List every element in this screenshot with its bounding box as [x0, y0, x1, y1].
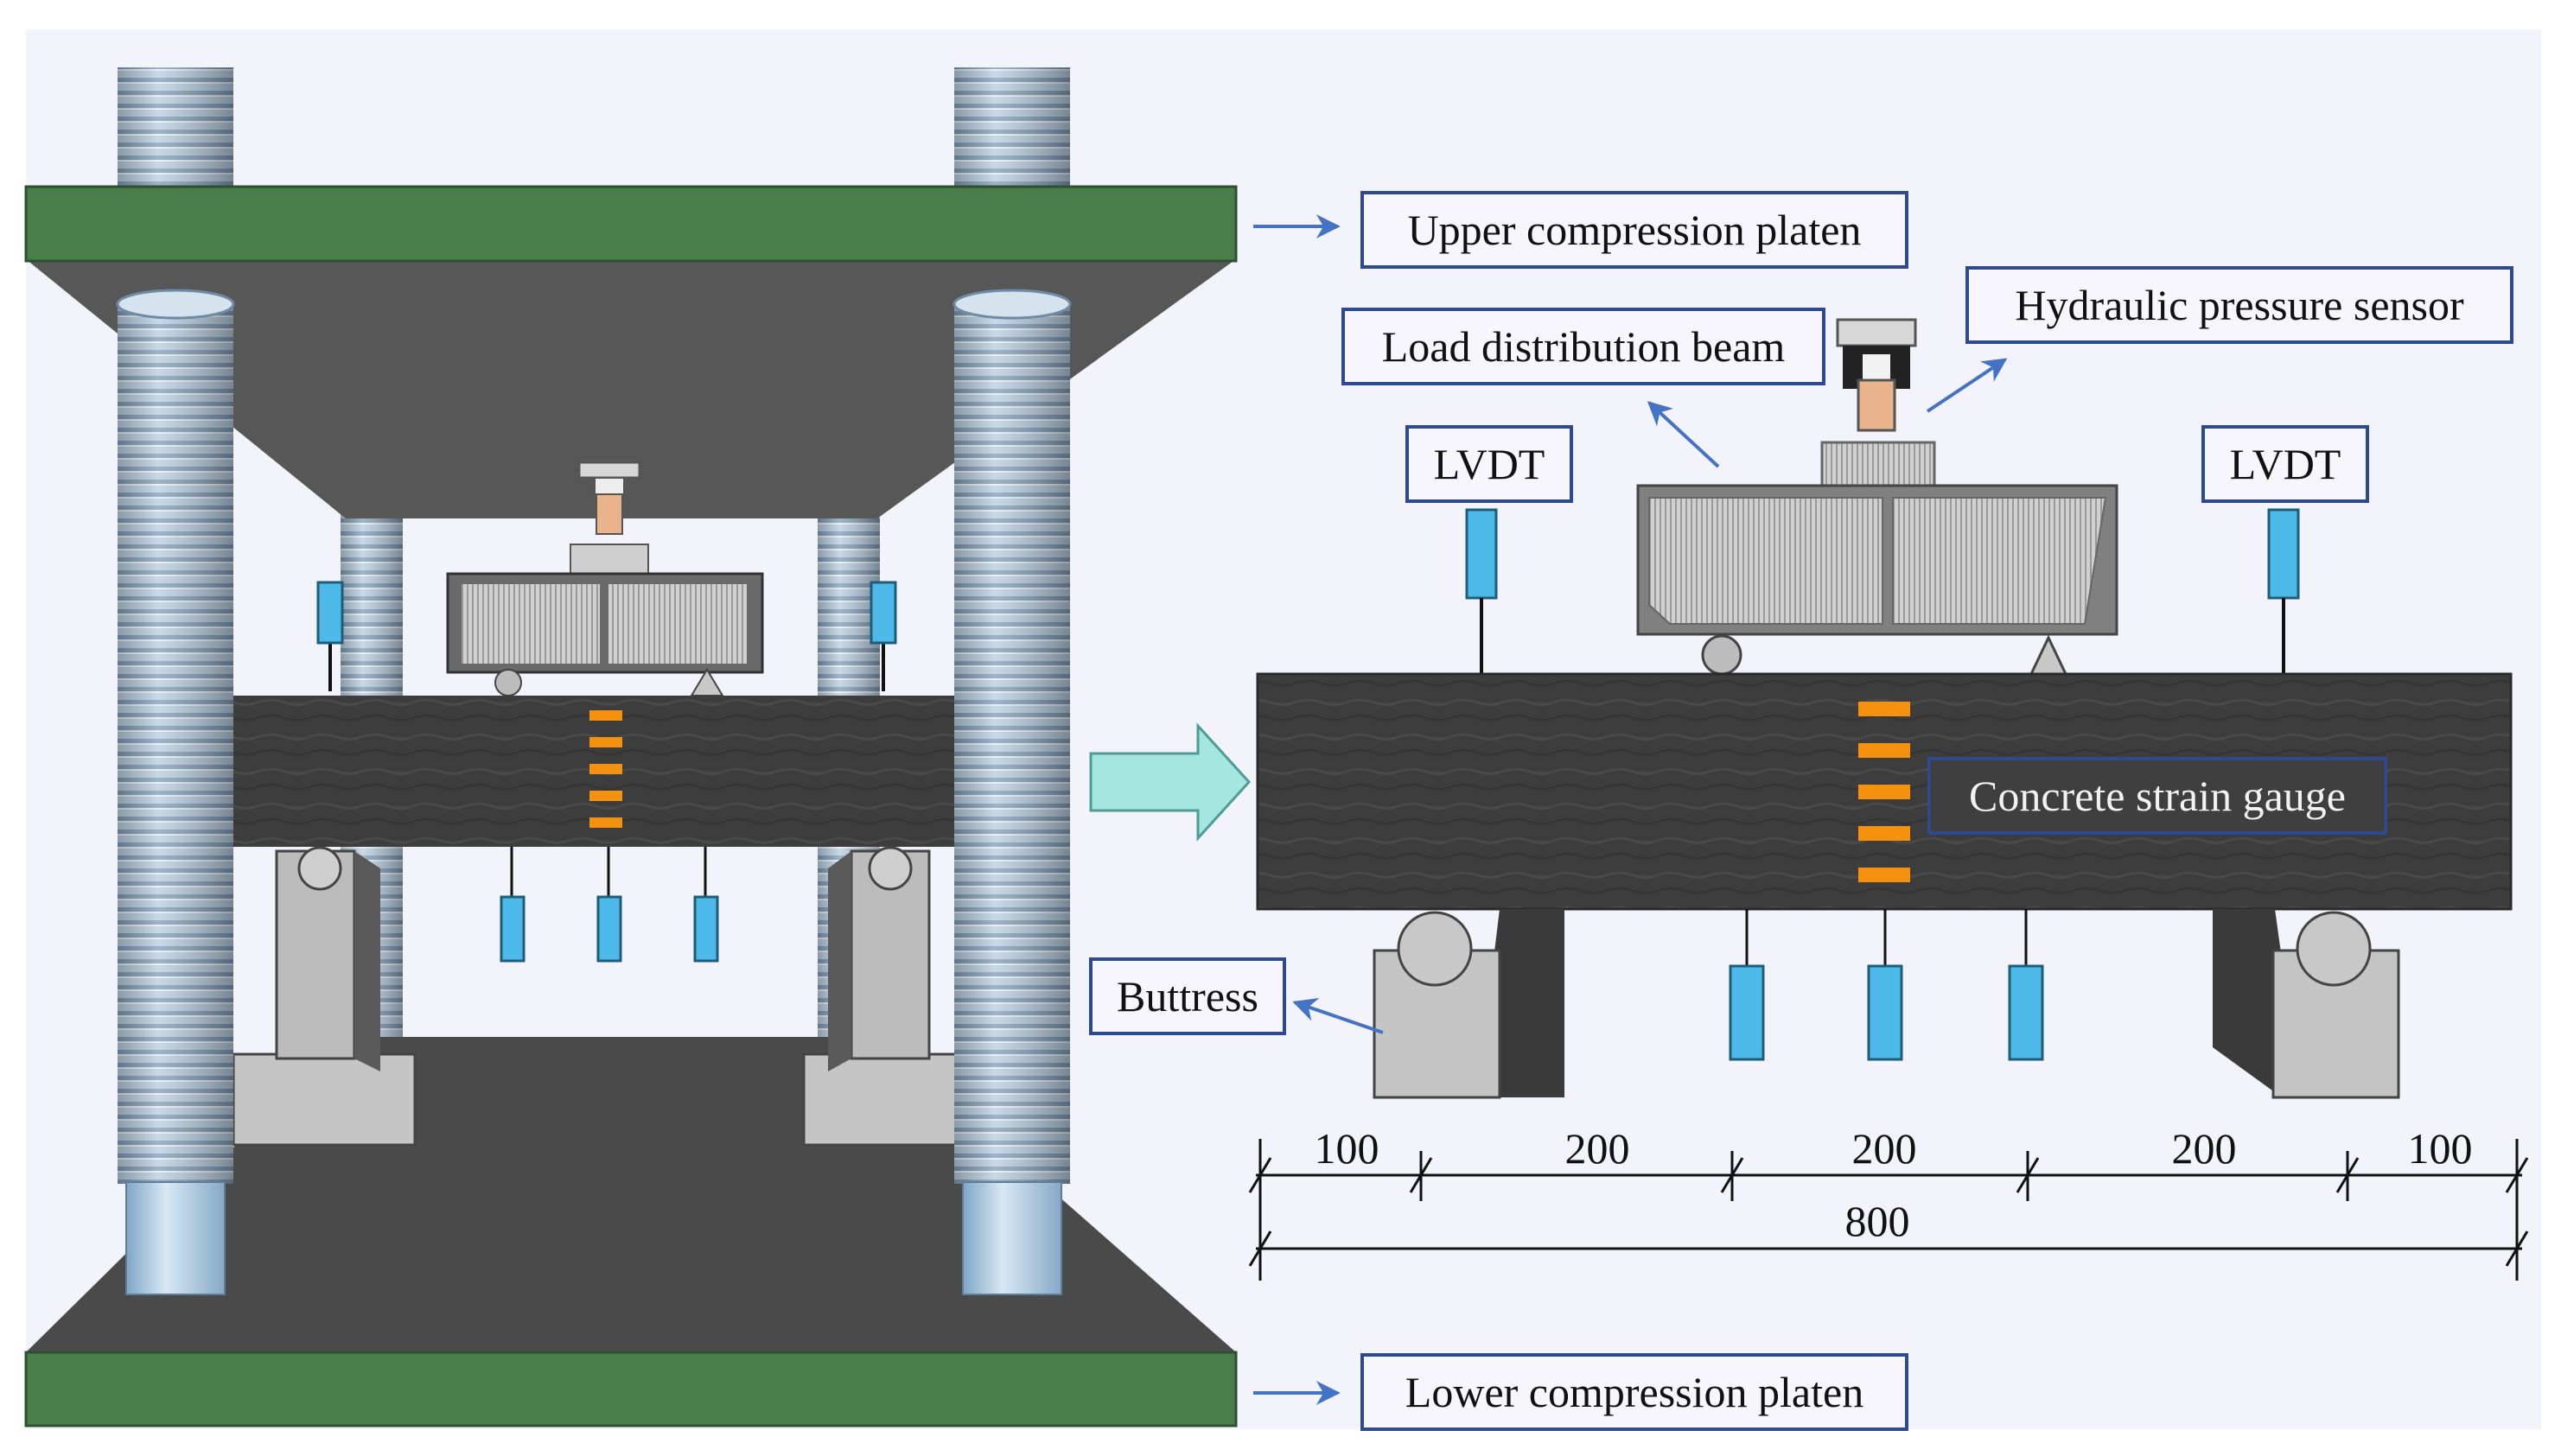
buttress-3d-right	[802, 846, 961, 1147]
loading-frame-3d	[24, 67, 1238, 1427]
label-concrete-strain-gauge: Concrete strain gauge	[1927, 757, 2387, 835]
upper-compression-platen	[24, 185, 1238, 263]
buttress-2d-right	[2213, 909, 2400, 1099]
label-load-distribution-beam: Load distribution beam	[1341, 308, 1825, 385]
strain-gauges-2d	[1858, 702, 1910, 882]
arrow-load-beam	[1647, 401, 1720, 468]
arrow-sensor	[1926, 358, 2008, 413]
dim-segment-5: 100	[2407, 1124, 2473, 1173]
label-lvdt-right: LVDT	[2201, 425, 2369, 503]
dim-total: 800	[1844, 1197, 1910, 1245]
bottom-lvdts-2d	[1729, 909, 2044, 1061]
dim-segment-1: 100	[1314, 1124, 1379, 1173]
pin-support	[2029, 634, 2068, 676]
lvdt-2d-left	[1465, 508, 1498, 676]
roller-support	[1701, 634, 1742, 676]
lvdt-3d-right	[870, 581, 897, 645]
lvdt-2d-right	[2267, 508, 2300, 676]
transition-arrow	[1089, 722, 1252, 842]
lvdt-3d-left	[316, 581, 344, 645]
front-rod-left	[116, 289, 235, 1295]
label-lvdt-left: LVDT	[1405, 425, 1573, 503]
dim-segment-3: 200	[1851, 1124, 1917, 1173]
hydraulic-sensor-2d	[1820, 318, 1936, 489]
label-hydraulic-pressure-sensor: Hydraulic pressure sensor	[1965, 266, 2513, 344]
label-lower-compression-platen: Lower compression platen	[1360, 1353, 1908, 1431]
dim-segment-2: 200	[1564, 1124, 1630, 1173]
dimension-lines	[1248, 1139, 2529, 1281]
front-rod-right	[952, 289, 1072, 1295]
upper-platen-underside	[26, 259, 1236, 518]
bottom-lvdts-3d	[500, 847, 719, 963]
sensor-3d	[596, 493, 623, 535]
pointer-arrows	[1253, 214, 2008, 1405]
lower-compression-platen	[24, 1351, 1238, 1427]
strain-gauges-3d	[589, 710, 622, 828]
label-upper-compression-platen: Upper compression platen	[1360, 191, 1908, 269]
load-distribution-beam-2d	[1636, 484, 2118, 676]
buttress-3d-left	[232, 846, 417, 1147]
buttress-2d-left	[1373, 909, 1564, 1099]
label-buttress: Buttress	[1089, 957, 1286, 1035]
dim-segment-4: 200	[2171, 1124, 2237, 1173]
arrow-buttress	[1292, 997, 1384, 1034]
